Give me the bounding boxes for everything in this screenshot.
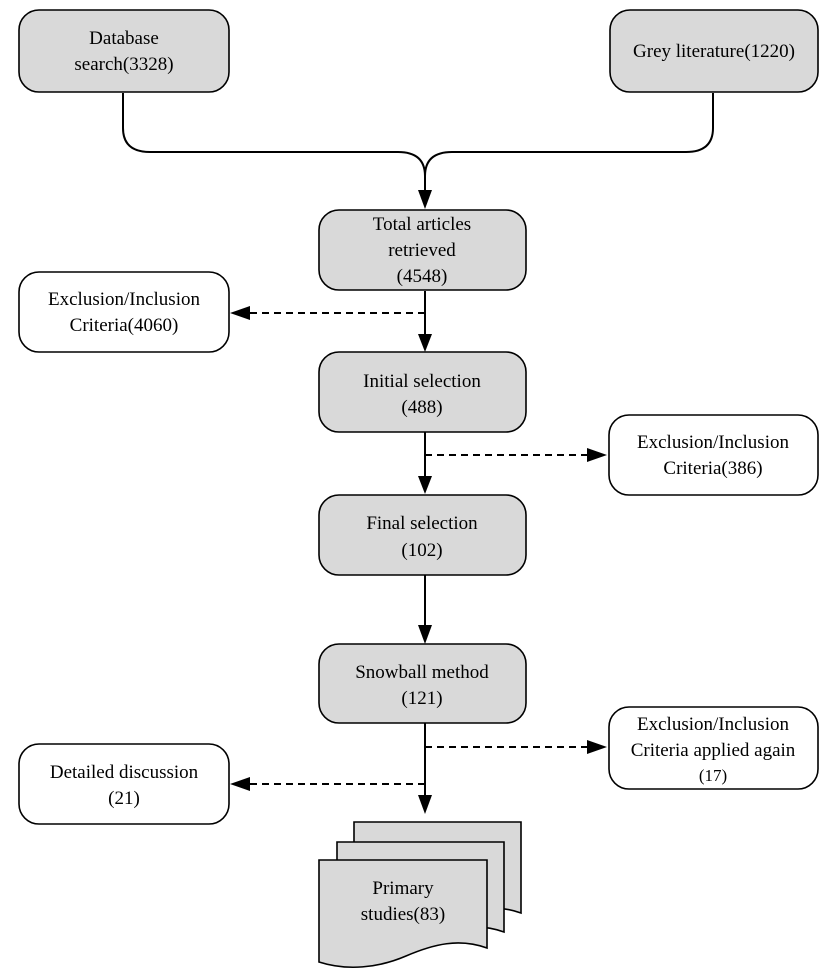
- arrowhead-to-final-selection: [418, 476, 432, 494]
- node-snowball-method: Snowball method (121): [318, 643, 527, 724]
- node-grey-literature: Grey literature(1220): [609, 9, 819, 93]
- exclusion-1-line-1: Exclusion/Inclusion: [48, 289, 200, 310]
- arrowhead-to-initial-selection: [418, 334, 432, 352]
- total-articles-line-1: Total articles: [373, 214, 471, 235]
- arrowhead-to-exclusion-3: [587, 740, 607, 754]
- primary-studies-line-2: studies(83): [361, 904, 445, 925]
- arrowhead-to-detailed-discussion: [230, 777, 250, 791]
- database-search-line-2: search(3328): [74, 54, 173, 75]
- arrowhead-to-exclusion-2: [587, 448, 607, 462]
- node-primary-studies: Primary studies(83): [318, 821, 522, 969]
- detailed-discussion-line-2: (21): [108, 788, 140, 809]
- node-exclusion-criteria-2: Exclusion/Inclusion Criteria(386): [608, 414, 819, 496]
- node-detailed-discussion: Detailed discussion (21): [18, 743, 230, 825]
- exclusion-1-line-2: Criteria(4060): [70, 315, 179, 336]
- total-articles-line-3: (4548): [397, 266, 448, 287]
- node-database-search: Database search(3328): [18, 9, 230, 93]
- snowball-line-2: (121): [401, 688, 442, 709]
- exclusion-2-line-2: Criteria(386): [663, 458, 762, 479]
- initial-selection-line-1: Initial selection: [363, 371, 481, 392]
- exclusion-3-line-2: Criteria applied again: [631, 740, 796, 761]
- node-exclusion-criteria-3: Exclusion/Inclusion Criteria applied aga…: [608, 706, 819, 790]
- node-initial-selection: Initial selection (488): [318, 351, 527, 433]
- database-search-line-1: Database: [89, 28, 159, 49]
- arrowhead-to-snowball: [418, 625, 432, 644]
- exclusion-2-line-1: Exclusion/Inclusion: [637, 432, 789, 453]
- arrowhead-to-exclusion-1: [230, 306, 250, 320]
- arrowhead-to-total-articles: [418, 190, 432, 209]
- connector-database-to-merge: [122, 93, 426, 196]
- node-exclusion-criteria-1: Exclusion/Inclusion Criteria(4060): [18, 271, 230, 353]
- node-total-articles: Total articles retrieved (4548): [318, 209, 527, 291]
- detailed-discussion-line-1: Detailed discussion: [50, 762, 199, 783]
- connectors: [122, 93, 714, 814]
- snowball-line-1: Snowball method: [355, 662, 489, 683]
- final-selection-line-1: Final selection: [366, 513, 478, 534]
- arrowhead-to-primary-studies: [418, 795, 432, 814]
- connector-grey-to-merge: [424, 93, 714, 177]
- final-selection-line-2: (102): [401, 540, 442, 561]
- exclusion-3-line-1: Exclusion/Inclusion: [637, 714, 789, 735]
- node-final-selection: Final selection (102): [318, 494, 527, 576]
- primary-studies-line-1: Primary: [372, 878, 434, 899]
- initial-selection-line-2: (488): [401, 397, 442, 418]
- exclusion-3-line-3: (17): [699, 766, 727, 785]
- total-articles-line-2: retrieved: [388, 240, 456, 261]
- primary-studies-doc-front: [318, 859, 488, 969]
- grey-literature-line-1: Grey literature(1220): [633, 41, 795, 62]
